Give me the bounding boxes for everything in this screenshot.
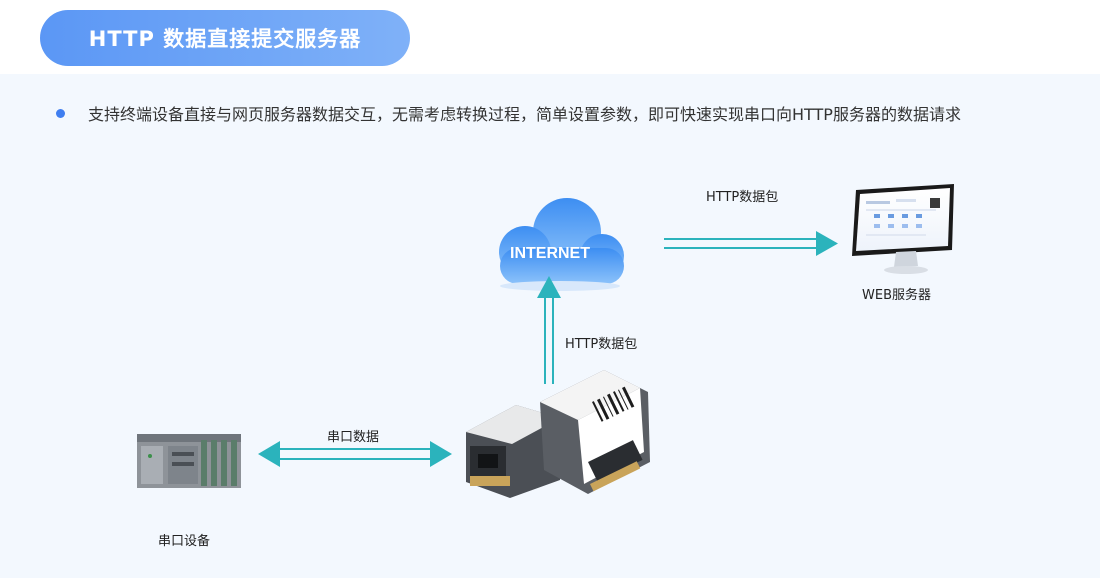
http-packet-label-top: HTTP数据包 xyxy=(706,190,779,205)
arrow-to-internet xyxy=(537,276,561,384)
serial-device-plc-icon xyxy=(137,434,241,488)
serial-data-label: 串口数据 xyxy=(327,430,380,445)
arrow-to-web-server xyxy=(664,231,838,256)
http-packet-label-mid: HTTP数据包 xyxy=(565,337,638,352)
hf-e10-module-icon xyxy=(466,370,650,498)
web-server-label: WEB服务器 xyxy=(862,288,931,303)
serial-device-label: 串口设备 xyxy=(158,534,211,549)
internet-cloud-icon xyxy=(499,198,624,291)
section-title: HTTP 数据直接提交服务器 xyxy=(40,10,410,66)
bullet-dot xyxy=(56,109,65,118)
cloud-label: INTERNET xyxy=(510,245,590,262)
feature-description: 支持终端设备直接与网页服务器数据交互，无需考虑转换过程，简单设置参数，即可快速实… xyxy=(88,105,961,124)
content-panel xyxy=(0,74,1100,578)
web-server-monitor-icon xyxy=(852,184,954,274)
arrow-serial-bidirectional xyxy=(258,441,452,467)
